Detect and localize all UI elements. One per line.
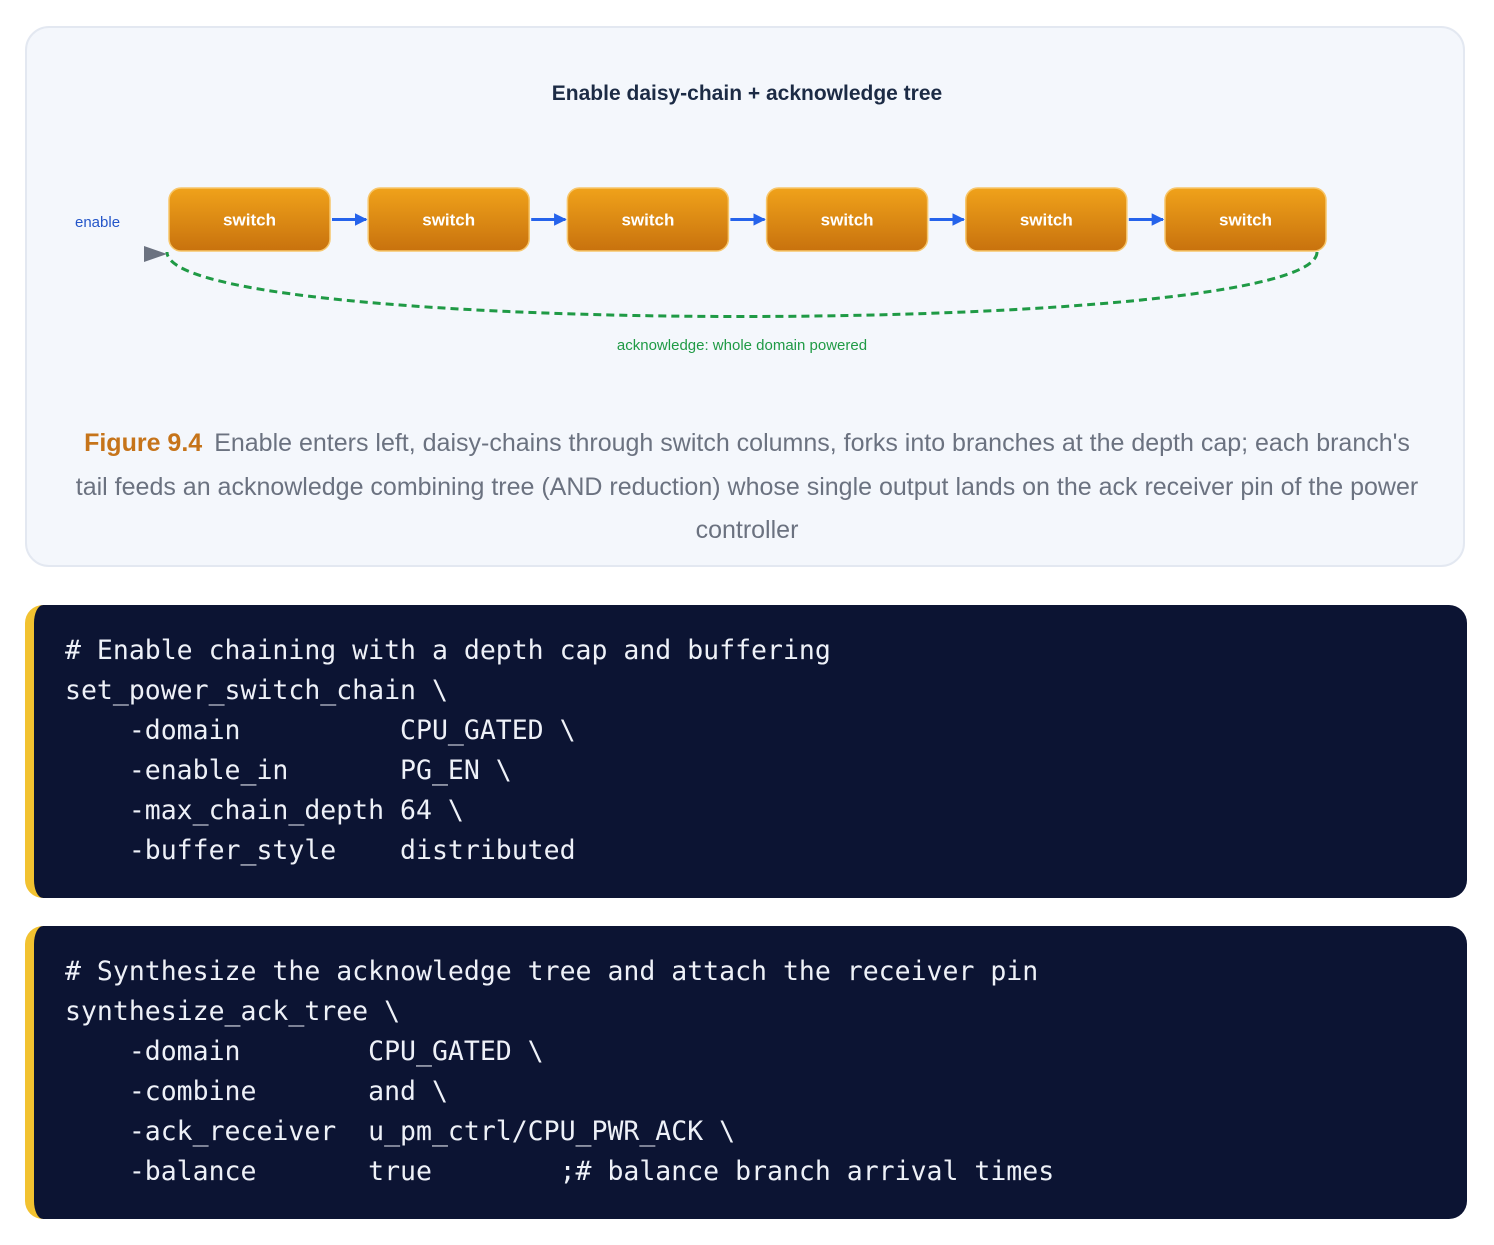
- switch-box: [765, 187, 929, 252]
- diagram-title: Enable daisy-chain + acknowledge tree: [552, 82, 942, 105]
- enable-label: enable: [75, 214, 120, 231]
- code-text: # Enable chaining with a depth cap and b…: [34, 605, 1467, 871]
- acknowledge-arrowhead: [144, 246, 167, 262]
- switch-box: [367, 187, 530, 252]
- switch-node: switch: [1164, 187, 1327, 252]
- switch-row: switch switch switch switch switch switch: [168, 187, 1327, 252]
- code-block-ack-tree: # Synthesize the acknowledge tree and at…: [25, 926, 1467, 1219]
- switch-node: switch: [765, 187, 929, 252]
- switch-label: switch: [821, 211, 874, 230]
- code-line: # Synthesize the acknowledge tree and at…: [65, 956, 1039, 987]
- code-line: -combine and \: [65, 1076, 448, 1107]
- acknowledge-label: acknowledge: whole domain powered: [617, 337, 867, 354]
- code-line: -balance true ;# balance branch arrival …: [65, 1156, 1055, 1187]
- code-line: -domain CPU_GATED \: [65, 1036, 544, 1067]
- daisy-chain-diagram: Enable daisy-chain + acknowledge tree en…: [75, 82, 1327, 354]
- code-line: set_power_switch_chain \: [65, 675, 448, 706]
- switch-box: [1164, 187, 1327, 252]
- code-block-enable-chaining: # Enable chaining with a depth cap and b…: [25, 605, 1467, 898]
- code-line: -buffer_style distributed: [65, 835, 576, 866]
- switch-label: switch: [223, 211, 276, 230]
- caption-text: Enable enters left, daisy-chains through…: [75, 429, 1419, 544]
- switch-node: switch: [168, 187, 331, 252]
- code-line: -enable_in PG_EN \: [65, 755, 512, 786]
- code-line: -ack_receiver u_pm_ctrl/CPU_PWR_ACK \: [65, 1116, 736, 1147]
- acknowledge-path: [165, 251, 1319, 318]
- switch-node: switch: [367, 187, 530, 252]
- switch-node: switch: [566, 187, 730, 252]
- code-text: # Synthesize the acknowledge tree and at…: [34, 926, 1467, 1192]
- figure-number: Figure 9.4: [84, 429, 203, 457]
- switch-label: switch: [1020, 211, 1073, 230]
- code-line: synthesize_ack_tree \: [65, 996, 401, 1027]
- switch-label: switch: [621, 211, 674, 230]
- switch-box: [168, 187, 331, 252]
- switch-label: switch: [422, 211, 475, 230]
- code-line: -max_chain_depth 64 \: [65, 795, 464, 826]
- switch-box: [965, 187, 1128, 252]
- switch-label: switch: [1219, 211, 1272, 230]
- code-line: -domain CPU_GATED \: [65, 715, 576, 746]
- code-line: # Enable chaining with a depth cap and b…: [65, 635, 831, 666]
- switch-node: switch: [965, 187, 1128, 252]
- switch-box: [566, 187, 730, 252]
- figure-card: Enable daisy-chain + acknowledge tree en…: [25, 26, 1465, 567]
